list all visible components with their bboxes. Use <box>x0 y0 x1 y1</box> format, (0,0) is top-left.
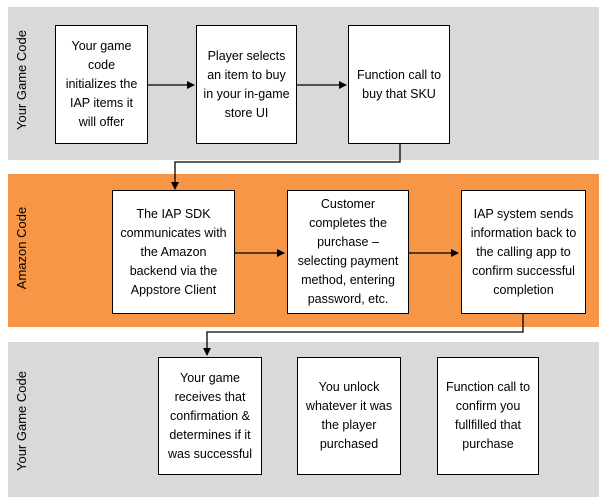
step-text: Your game code initializes the IAP items… <box>65 39 138 129</box>
step-text: Customer completes the purchase – select… <box>297 197 399 306</box>
step-unlock-purchase: You unlock whatever it was the player pu… <box>297 357 401 475</box>
step-text: IAP system sends information back to the… <box>470 206 577 297</box>
arrow-step6-to-step7 <box>203 313 524 356</box>
step-customer-completes-purchase: Customer completes the purchase – select… <box>287 190 409 314</box>
step-text: The IAP SDK communicates with the Amazon… <box>120 206 227 297</box>
step-player-selects-item: Player selects an item to buy in your in… <box>196 25 297 144</box>
step-initialize-iap-items: Your game code initializes the IAP items… <box>55 25 148 144</box>
step-game-receives-confirmation: Your game receives that confirmation & d… <box>158 357 262 475</box>
step-iap-sdk-communicates: The IAP SDK communicates with the Amazon… <box>112 190 235 314</box>
step-function-call-buy-sku: Function call to buy that SKU <box>348 25 450 144</box>
step-iap-system-sends-info: IAP system sends information back to the… <box>461 190 586 314</box>
step-text: Your game receives that confirmation & d… <box>167 370 253 461</box>
arrow-step3-to-step4 <box>171 143 401 190</box>
step-text: Player selects an item to buy in your in… <box>203 48 290 120</box>
step-text: Function call to confirm you fullfilled … <box>445 380 531 451</box>
step-confirm-fulfillment: Function call to confirm you fullfilled … <box>437 357 539 475</box>
step-text: You unlock whatever it was the player pu… <box>305 380 393 451</box>
step-text: Function call to buy that SKU <box>356 67 442 101</box>
